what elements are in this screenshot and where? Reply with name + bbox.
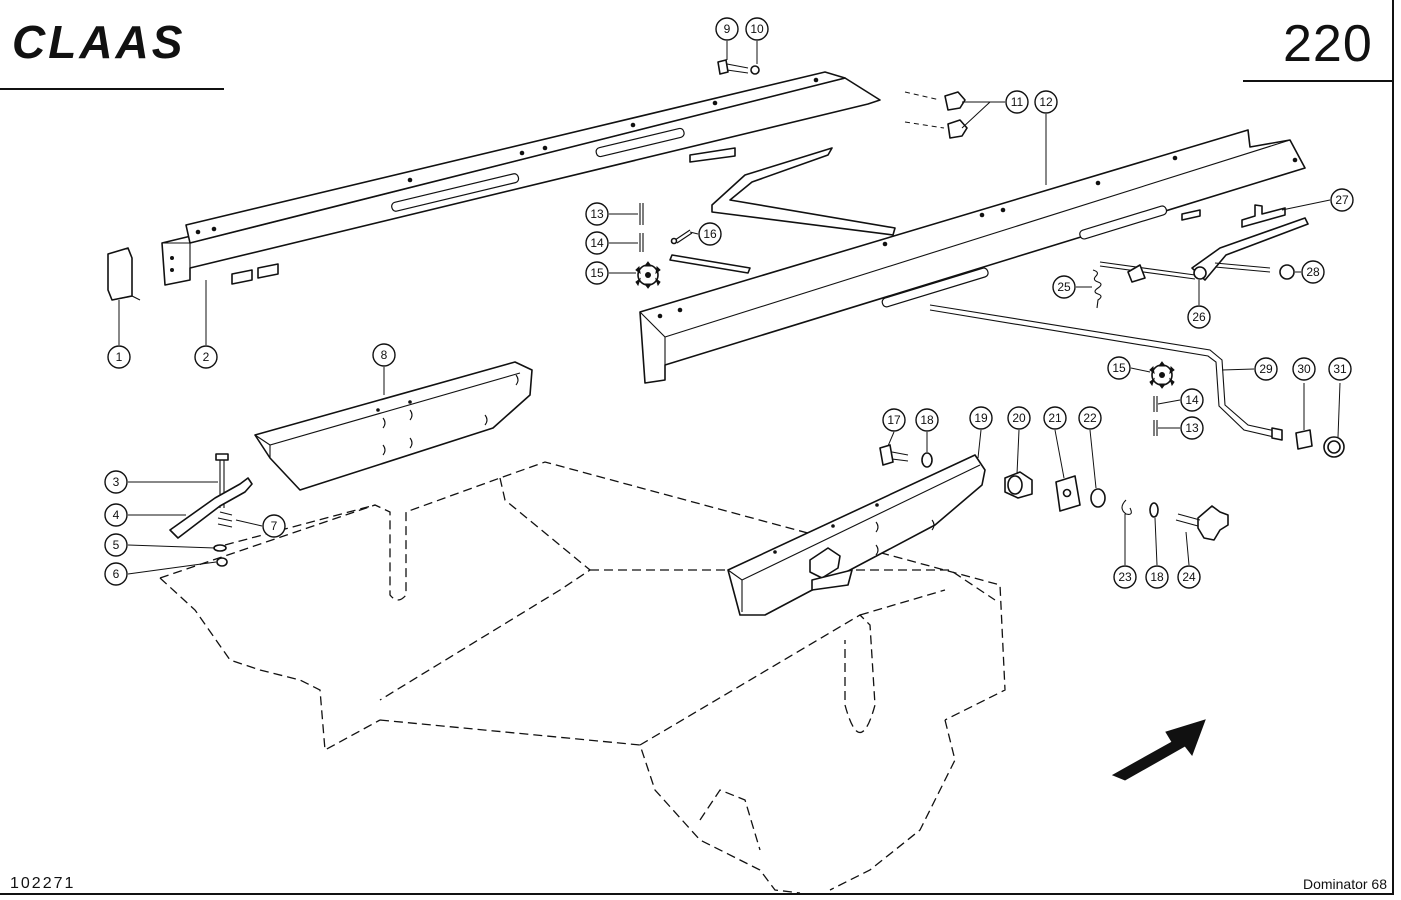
svg-text:9: 9 xyxy=(724,22,731,36)
svg-text:2: 2 xyxy=(203,350,210,364)
svg-text:15: 15 xyxy=(1112,361,1126,375)
model-name: Dominator 68 xyxy=(1302,876,1387,892)
svg-text:20: 20 xyxy=(1012,411,1026,425)
callout-13-left: 13 xyxy=(585,202,609,226)
svg-text:1: 1 xyxy=(116,350,123,364)
callout-4: 4 xyxy=(104,503,128,527)
svg-text:8: 8 xyxy=(381,348,388,362)
header-rule-right xyxy=(1243,80,1393,82)
svg-text:25: 25 xyxy=(1057,280,1071,294)
clip-part xyxy=(107,247,141,301)
svg-text:18: 18 xyxy=(1150,570,1164,584)
svg-text:13: 13 xyxy=(590,207,604,221)
rail-left xyxy=(161,71,881,286)
callout-8: 8 xyxy=(372,343,396,367)
callout-17: 17 xyxy=(882,408,906,432)
rail-right xyxy=(639,129,1306,384)
svg-text:24: 24 xyxy=(1182,570,1196,584)
callout-5: 5 xyxy=(104,533,128,557)
support-arm xyxy=(669,147,896,274)
trough-outline xyxy=(159,461,1006,894)
callout-18-lower: 18 xyxy=(1145,565,1169,589)
svg-text:21: 21 xyxy=(1048,411,1062,425)
header-rule-left xyxy=(0,88,224,90)
svg-text:14: 14 xyxy=(1185,393,1199,407)
svg-text:26: 26 xyxy=(1192,310,1206,324)
callout-7: 7 xyxy=(262,514,286,538)
drawing-id: 102271 xyxy=(10,875,76,892)
hardware xyxy=(169,59,1345,781)
svg-text:28: 28 xyxy=(1306,265,1320,279)
page-number: 220 xyxy=(1283,15,1373,73)
svg-text:23: 23 xyxy=(1118,570,1132,584)
callout-15-left: 15 xyxy=(585,261,609,285)
callout-10: 10 xyxy=(745,17,769,41)
callout-9: 9 xyxy=(715,17,739,41)
lever-26 xyxy=(1099,217,1309,283)
bracket-19 xyxy=(727,454,986,616)
svg-text:14: 14 xyxy=(590,236,604,250)
callout-19: 19 xyxy=(969,406,993,430)
callout-6: 6 xyxy=(104,562,128,586)
svg-text:29: 29 xyxy=(1259,362,1273,376)
callout-26: 26 xyxy=(1187,305,1211,329)
callout-22: 22 xyxy=(1078,406,1102,430)
crank-rod xyxy=(929,304,1283,441)
svg-text:6: 6 xyxy=(113,567,120,581)
leader-lines xyxy=(118,41,1341,575)
svg-text:4: 4 xyxy=(113,508,120,522)
svg-text:13: 13 xyxy=(1185,421,1199,435)
callout-3: 3 xyxy=(104,470,128,494)
svg-text:10: 10 xyxy=(750,22,764,36)
callout-11: 11 xyxy=(1005,90,1029,114)
callout-25: 25 xyxy=(1052,275,1076,299)
callout-23: 23 xyxy=(1113,565,1137,589)
callout-28: 28 xyxy=(1301,260,1325,284)
svg-text:17: 17 xyxy=(887,413,901,427)
svg-text:19: 19 xyxy=(974,411,988,425)
callout-16: 16 xyxy=(698,222,722,246)
svg-text:3: 3 xyxy=(113,475,120,489)
callout-30: 30 xyxy=(1292,357,1316,381)
callout-20: 20 xyxy=(1007,406,1031,430)
svg-text:31: 31 xyxy=(1333,362,1347,376)
brand-logo: CLAAS xyxy=(12,18,185,66)
svg-text:5: 5 xyxy=(113,538,120,552)
callout-14-left: 14 xyxy=(585,231,609,255)
callout-1: 1 xyxy=(107,345,131,369)
bracket-8 xyxy=(254,361,533,491)
svg-text:22: 22 xyxy=(1083,411,1097,425)
callout-31: 31 xyxy=(1328,357,1352,381)
svg-text:18: 18 xyxy=(920,413,934,427)
callout-24: 24 xyxy=(1177,565,1201,589)
svg-text:12: 12 xyxy=(1039,95,1053,109)
callout-13-right: 13 xyxy=(1180,416,1204,440)
callout-27: 27 xyxy=(1330,188,1354,212)
callout-2: 2 xyxy=(194,345,218,369)
svg-text:11: 11 xyxy=(1011,95,1024,109)
svg-text:27: 27 xyxy=(1335,193,1349,207)
svg-text:CLAAS: CLAAS xyxy=(12,18,185,66)
svg-text:7: 7 xyxy=(271,519,278,533)
callout-12: 12 xyxy=(1034,90,1058,114)
svg-text:16: 16 xyxy=(703,227,717,241)
svg-text:30: 30 xyxy=(1297,362,1311,376)
callout-18: 18 xyxy=(915,408,939,432)
bracket-27 xyxy=(1241,204,1286,228)
svg-text:15: 15 xyxy=(590,266,604,280)
callout-21: 21 xyxy=(1043,406,1067,430)
callout-15-right: 15 xyxy=(1107,356,1131,380)
callout-14-right: 14 xyxy=(1180,388,1204,412)
callout-29: 29 xyxy=(1254,357,1278,381)
